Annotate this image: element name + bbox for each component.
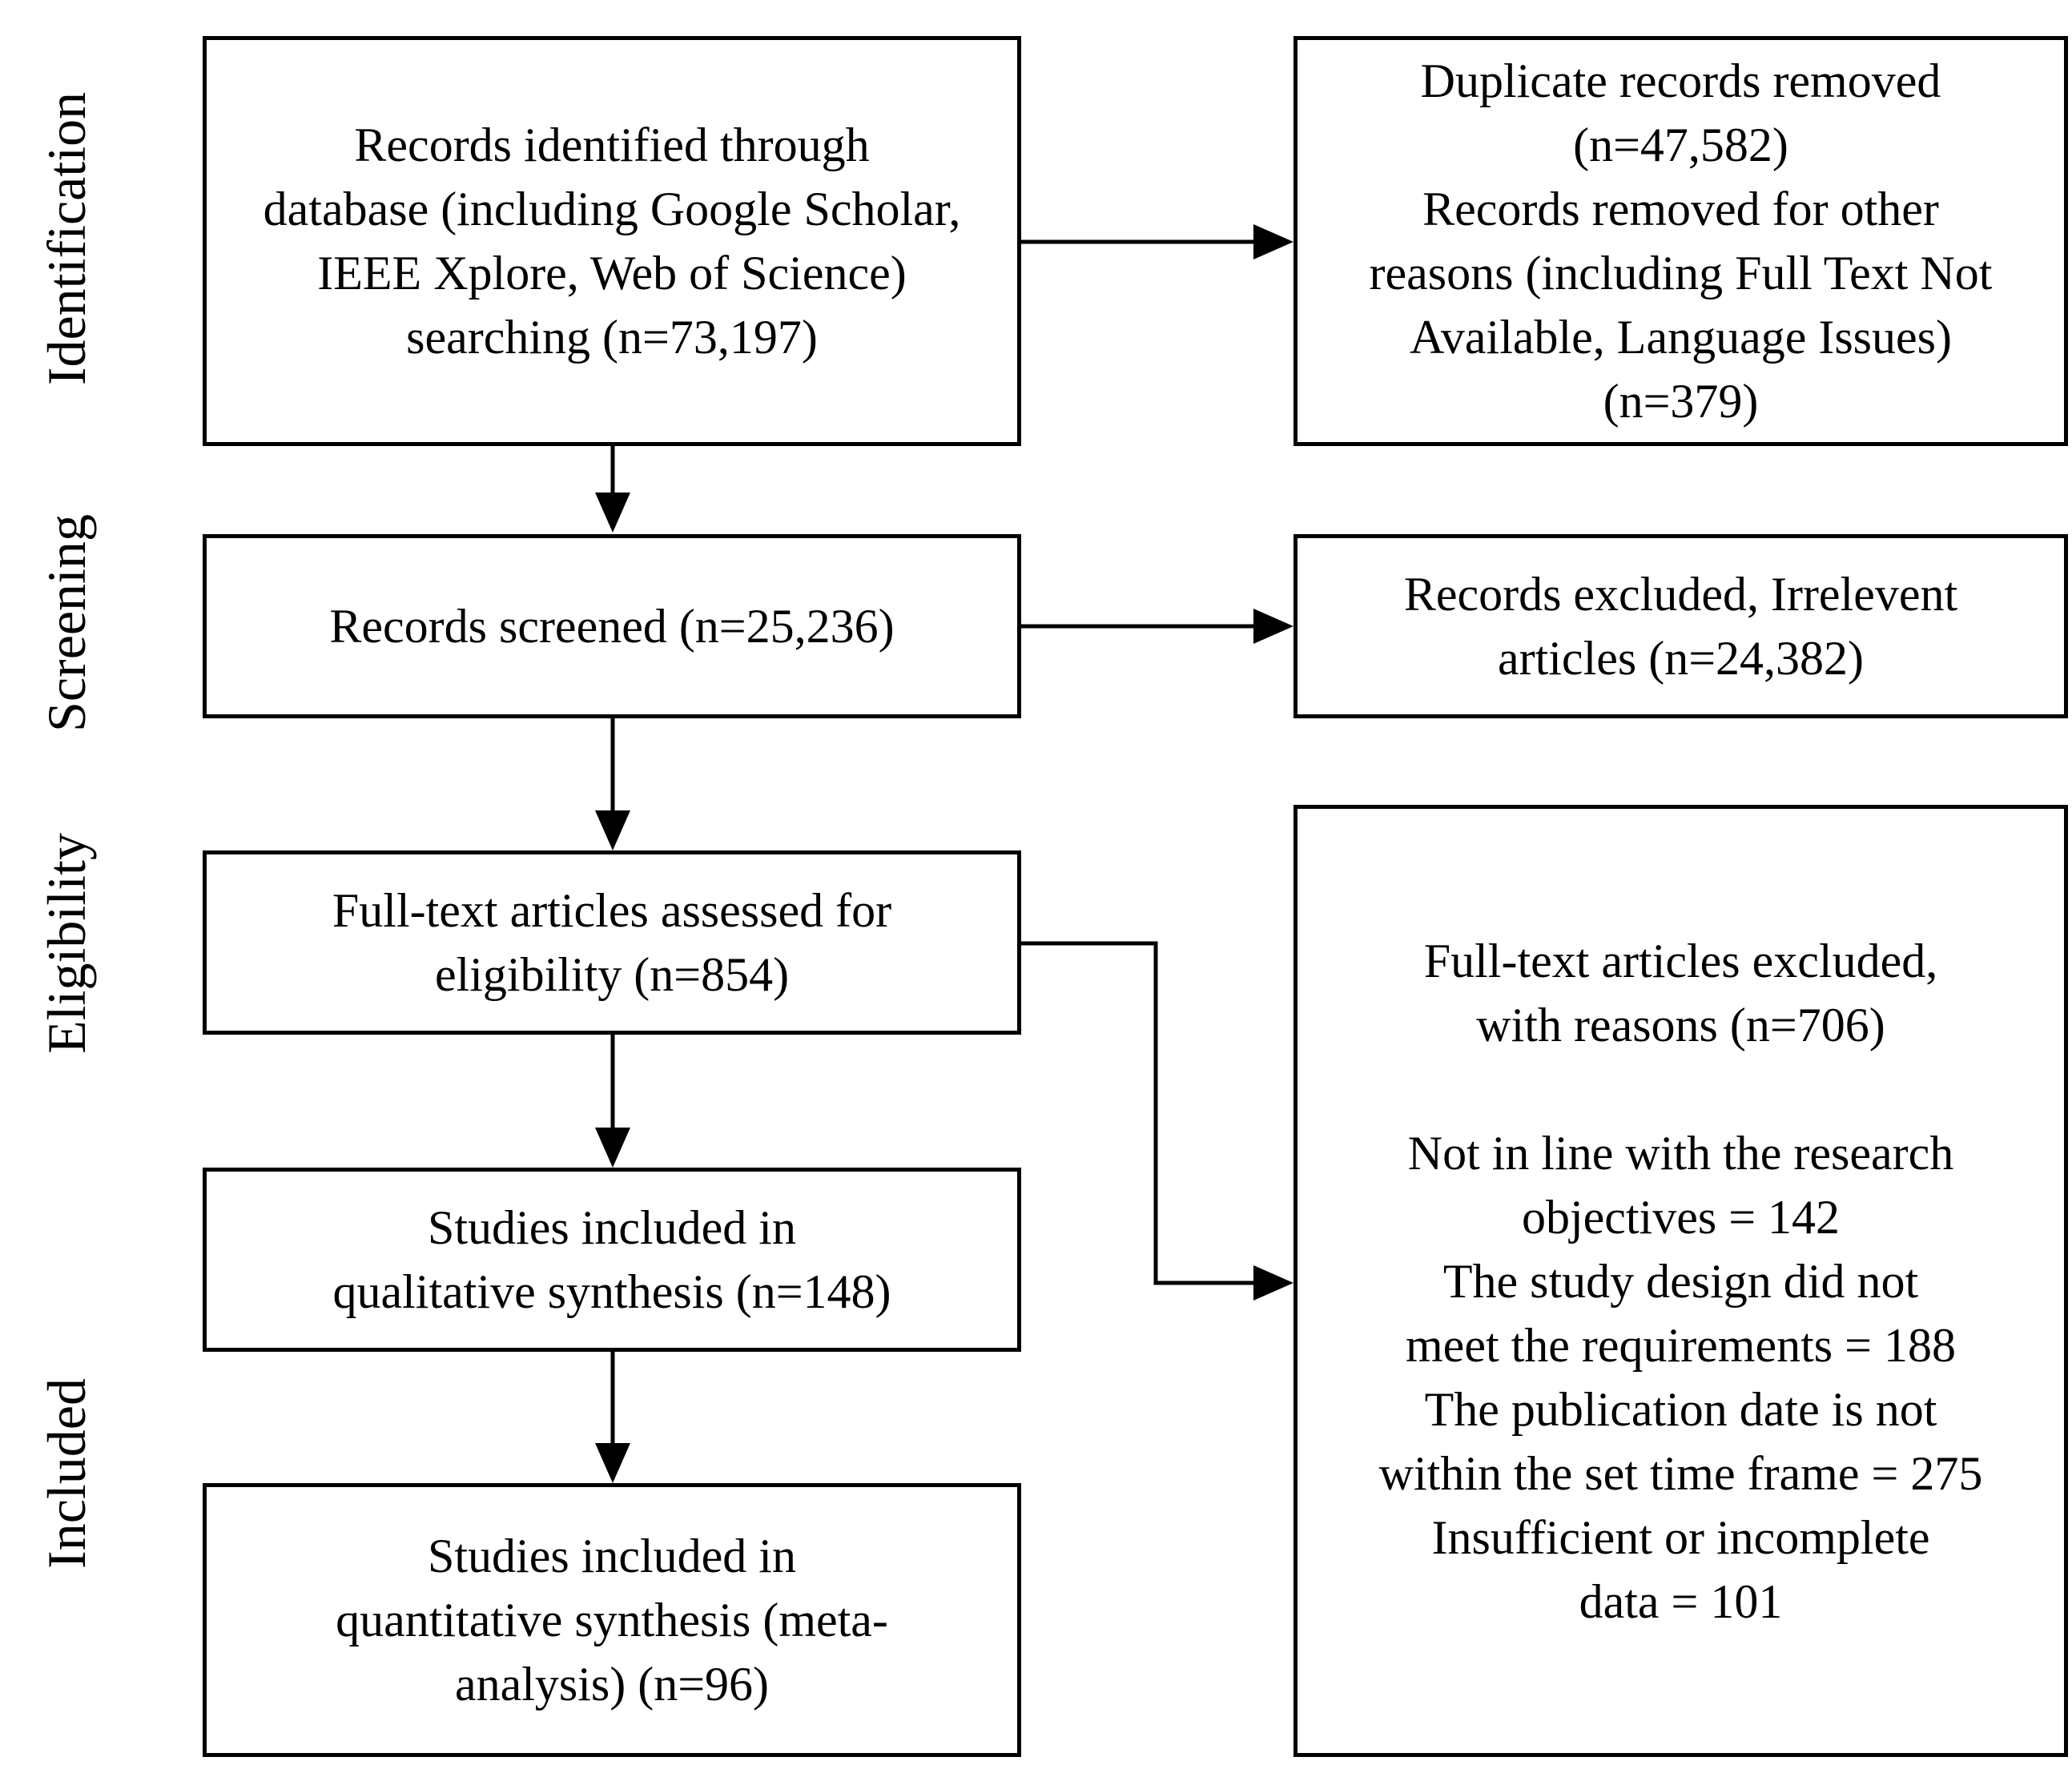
box-line: The study design did not <box>1442 1254 1919 1308</box>
box-line: meet the requirements = 188 <box>1406 1318 1956 1372</box>
box-line: Insufficient or incomplete <box>1431 1510 1930 1564</box>
box-line: Records excluded, Irrelevent <box>1403 568 1958 621</box>
box-line: eligibility (n=854) <box>434 948 790 1001</box>
box-line: objectives = 142 <box>1521 1190 1841 1244</box>
arrowhead-screened-to-excluded <box>1253 609 1293 644</box>
arrowhead-identified-to-screened <box>595 493 630 533</box>
box-quantitative-synthesis: Studies included in quantitative synthes… <box>203 1483 1021 1757</box>
box-records-excluded: Records excluded, Irrelevent articles (n… <box>1293 534 2068 718</box>
stage-label-eligibility: Eligibility <box>36 833 97 1054</box>
box-line: Studies included in <box>428 1201 796 1254</box>
box-line: Full-text articles assessed for <box>332 884 892 937</box>
box-fulltext-assessed: Full-text articles assessed for eligibil… <box>203 850 1021 1035</box>
box-line: Available, Language Issues) <box>1410 311 1952 364</box>
box-records-screened: Records screened (n=25,236) <box>203 534 1021 718</box>
arrowhead-identified-to-removed <box>1253 224 1293 259</box>
stage-label-included: Included <box>36 1378 97 1569</box>
box-line: database (including Google Scholar, <box>263 183 961 235</box>
box-line: analysis) (n=96) <box>454 1658 770 1711</box>
box-line: Studies included in <box>428 1530 796 1582</box>
box-line: (n=47,582) <box>1573 119 1788 171</box>
box-line: Records removed for other <box>1422 183 1939 235</box>
box-line: qualitative synthesis (n=148) <box>332 1265 891 1318</box>
box-line: IEEE Xplore, Web of Science) <box>317 247 907 300</box>
box-records-identified: Records identified through database (inc… <box>203 36 1021 446</box>
arrow-assessed-to-fulltext-excluded <box>1021 941 1261 1285</box>
box-line: (n=379) <box>1603 375 1759 428</box>
box-qualitative-synthesis: Studies included in qualitative synthesi… <box>203 1168 1021 1352</box>
box-line: reasons (including Full Text Not <box>1369 247 1993 300</box>
box-line: with reasons (n=706) <box>1476 998 1885 1051</box>
stage-label-screening: Screening <box>36 514 97 732</box>
box-records-removed: Duplicate records removed (n=47,582) Rec… <box>1293 36 2068 446</box>
arrowhead-assessed-to-fulltext-excluded <box>1253 1265 1293 1301</box>
box-line: searching (n=73,197) <box>406 311 818 364</box>
arrowhead-assessed-to-qualitative <box>595 1128 630 1168</box>
box-line: quantitative synthesis (meta- <box>336 1594 888 1646</box>
box-line: articles (n=24,382) <box>1497 632 1865 685</box>
box-line: Full-text articles excluded, <box>1423 934 1938 987</box>
arrowhead-qualitative-to-quantitative <box>595 1443 630 1483</box>
stage-label-identification: Identification <box>36 91 97 386</box>
box-line: The publication date is not <box>1424 1382 1937 1436</box>
box-line: Duplicate records removed <box>1420 54 1941 107</box>
arrowhead-screened-to-assessed <box>595 810 630 850</box>
box-line: Not in line with the research <box>1407 1126 1954 1180</box>
box-fulltext-excluded: Full-text articles excluded, with reason… <box>1293 805 2068 1757</box>
box-line: data = 101 <box>1579 1574 1783 1628</box>
box-line: Records identified through <box>354 119 870 171</box>
box-line: Records screened (n=25,236) <box>329 600 895 653</box>
box-line: within the set time frame = 275 <box>1378 1446 1983 1500</box>
